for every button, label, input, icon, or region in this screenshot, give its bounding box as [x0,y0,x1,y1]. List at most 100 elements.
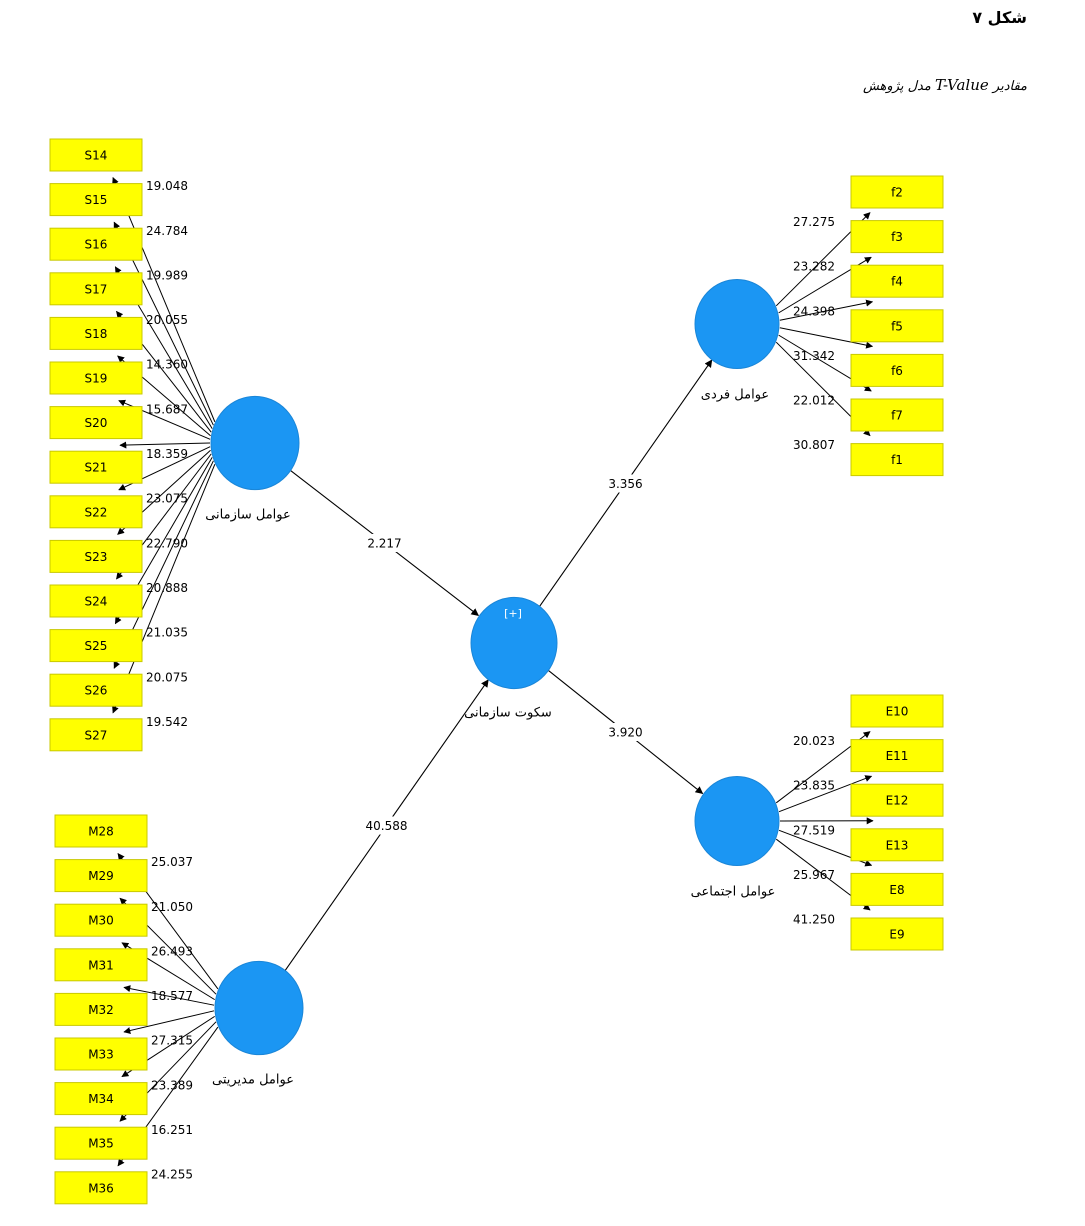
indicator-box-f3 [850,220,944,254]
indicator-box-M35 [54,1126,148,1160]
indicator-box-M30 [54,903,148,937]
outer-t-value-indiv-0: 27.275 [793,215,835,229]
outer-t-value-indiv-1: 23.282 [793,260,835,274]
outer-loading-line-mgmt-4 [123,1010,215,1034]
outer-t-value-indiv-3: 31.342 [793,349,835,363]
expand-marker: [+] [504,607,522,620]
outer-t-value-org-11: 20.075 [146,670,188,684]
outer-t-value-org-6: 18.359 [146,447,188,461]
indicator-label-E10: E10 [886,705,909,719]
indicators-layer [49,138,944,1205]
indicator-label-E8: E8 [889,883,904,897]
indicator-box-E12 [850,783,944,817]
indicator-box-S17 [49,272,143,306]
outer-loading-line-org-0 [112,176,216,423]
indicator-box-S24 [49,584,143,618]
indicator-label-M28: M28 [88,825,114,839]
outer-t-value-org-3: 20.055 [146,313,188,327]
indicator-label-M31: M31 [88,958,114,972]
outer-loading-line-mgmt-3 [123,985,215,1006]
outer-loading-line-social-1 [778,775,873,813]
outer-t-value-org-10: 21.035 [146,626,188,640]
indicator-label-M33: M33 [88,1048,114,1062]
indicator-label-E11: E11 [886,749,909,763]
indicator-box-E8 [850,872,944,906]
indicator-label-M29: M29 [88,869,114,883]
indicator-box-M32 [54,992,148,1026]
construct-label-org: عوامل سازمانی [205,508,291,523]
construct-circle-social [694,775,780,867]
indicator-label-M30: M30 [88,914,114,928]
indicator-box-S25 [49,629,143,663]
indicator-box-f6 [850,353,944,387]
outer-t-value-indiv-5: 30.807 [793,438,835,452]
indicator-label-M32: M32 [88,1003,114,1017]
outer-t-value-mgmt-4: 27.315 [151,1034,193,1048]
indicator-label-S14: S14 [85,149,108,163]
indicator-label-f7: f7 [891,409,903,423]
indicator-box-S23 [49,539,143,573]
outer-t-value-org-12: 19.542 [146,715,188,729]
indicator-label-S26: S26 [85,684,108,698]
indicator-label-f5: f5 [891,319,903,333]
outer-t-value-mgmt-5: 23.389 [151,1078,193,1092]
outer-t-value-social-4: 41.250 [793,913,835,927]
indicator-label-S19: S19 [85,372,108,386]
indicator-box-S18 [49,316,143,350]
indicator-box-M36 [54,1171,148,1205]
construct-circle-mgmt [214,960,304,1056]
outer-t-value-mgmt-3: 18.577 [151,989,193,1003]
outer-t-value-org-2: 19.989 [146,268,188,282]
indicator-box-S19 [49,361,143,395]
indicator-label-M35: M35 [88,1137,114,1151]
construct-circle-org [210,395,300,491]
outer-t-value-indiv-4: 22.012 [793,394,835,408]
path-value-bg-3 [605,723,646,741]
indicator-box-M33 [54,1037,148,1071]
construct-label-mgmt: عوامل مدیریتی [212,1073,294,1088]
indicator-label-S16: S16 [85,238,108,252]
path-t-value-silence-indiv: 3.356 [608,477,642,491]
outer-t-value-social-2: 27.519 [793,823,835,837]
indicator-box-E13 [850,828,944,862]
indicator-label-f3: f3 [891,230,903,244]
figure-caption: مقادیر T-Value مدل پژوهش [863,76,1027,94]
construct-label-social: عوامل اجتماعی [691,885,776,900]
outer-t-value-org-5: 15.687 [146,402,188,416]
path-t-value-mgmt-silence: 40.588 [366,819,408,833]
outer-t-value-org-0: 19.048 [146,179,188,193]
indicator-box-f4 [850,264,944,298]
caption-prefix: مقادیر [988,79,1027,94]
outer-t-value-mgmt-1: 21.050 [151,900,193,914]
path-value-bg-1 [366,816,407,835]
path-value-bg-2 [605,474,646,493]
construct-circle-silence [470,596,558,690]
outer-t-value-mgmt-6: 16.251 [151,1123,193,1137]
indicator-box-M29 [54,859,148,893]
indicator-label-S18: S18 [85,327,108,341]
caption-suffix: مدل پژوهش [862,79,935,94]
indicator-label-f1: f1 [891,453,903,467]
figure-number: شکل ۷ [972,8,1027,27]
indicator-box-f5 [850,309,944,343]
indicator-box-f1 [850,443,944,477]
indicator-box-E9 [850,917,944,951]
outer-t-value-social-3: 25.967 [793,868,835,882]
indicator-label-S27: S27 [85,728,108,742]
indicator-label-S20: S20 [85,416,108,430]
path-t-value-silence-social: 3.920 [608,726,642,740]
path-t-value-org-silence: 2.217 [367,537,401,551]
indicator-box-S21 [49,450,143,484]
outer-t-value-mgmt-0: 25.037 [151,855,193,869]
indicator-box-S15 [49,183,143,217]
labels-layer: S14S15S16S17S18S19S20S21S22S23S24S25S26S… [85,149,909,1196]
outer-t-value-indiv-2: 24.398 [793,304,835,318]
indicator-label-S23: S23 [85,550,108,564]
indicator-label-S25: S25 [85,639,108,653]
indicator-label-S22: S22 [85,505,108,519]
indicator-box-S26 [49,673,143,707]
indicator-box-S27 [49,718,143,752]
indicator-box-M31 [54,948,148,982]
outer-t-value-social-1: 23.835 [793,779,835,793]
outer-t-value-org-4: 14.360 [146,358,188,372]
